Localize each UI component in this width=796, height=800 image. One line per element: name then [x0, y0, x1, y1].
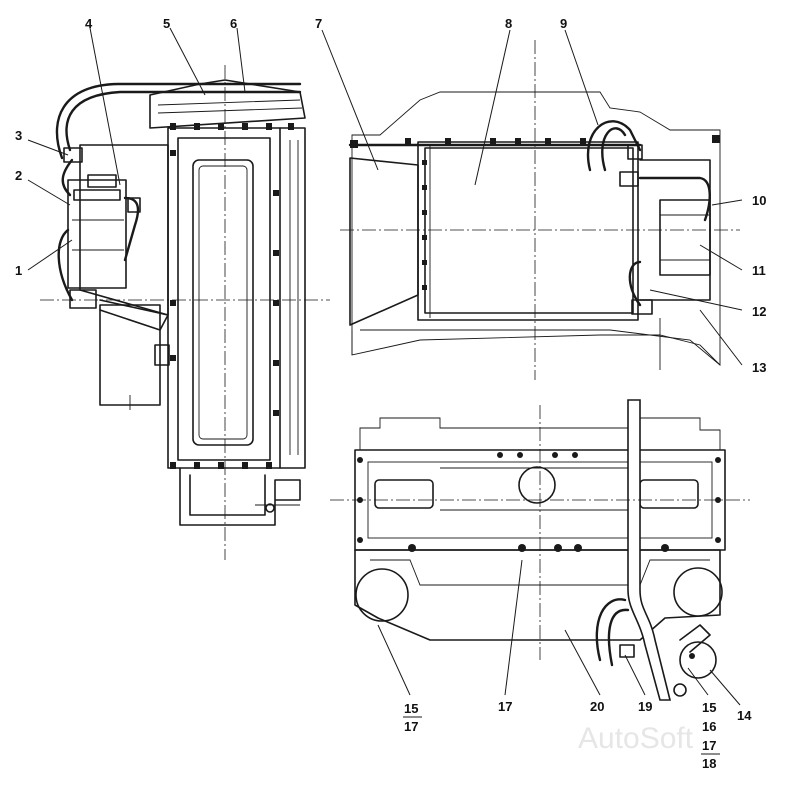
- callout-18: 18: [702, 756, 716, 771]
- callout-20: 20: [590, 699, 604, 714]
- callout-6: 6: [230, 16, 237, 31]
- callout-3: 3: [15, 128, 22, 143]
- callout-5: 5: [163, 16, 170, 31]
- callout-12: 12: [752, 304, 766, 319]
- callout-11: 11: [752, 263, 766, 278]
- callout-9: 9: [560, 16, 567, 31]
- callout-17-left: 17: [404, 719, 418, 734]
- callout-15-right: 15: [702, 700, 716, 715]
- callout-15-left: 15: [404, 701, 418, 716]
- callout-14: 14: [737, 708, 752, 723]
- side-view-leaders: [27, 27, 246, 271]
- plan-view-leaders: [377, 559, 741, 706]
- plan-view: [330, 399, 750, 701]
- callout-13: 13: [752, 360, 766, 375]
- front-view: [340, 40, 740, 380]
- callout-4: 4: [85, 16, 93, 31]
- callout-19: 19: [638, 699, 652, 714]
- callout-17: 17: [498, 699, 512, 714]
- callout-10: 10: [752, 193, 766, 208]
- front-view-leaders: [321, 29, 743, 366]
- side-view: [40, 65, 330, 560]
- callout-16: 16: [702, 719, 716, 734]
- watermark: AutoSoft: [578, 722, 694, 755]
- callout-17-right: 17: [702, 738, 716, 753]
- callout-8: 8: [505, 16, 512, 31]
- callout-2: 2: [15, 168, 22, 183]
- callout-7: 7: [315, 16, 322, 31]
- callout-1: 1: [15, 263, 22, 278]
